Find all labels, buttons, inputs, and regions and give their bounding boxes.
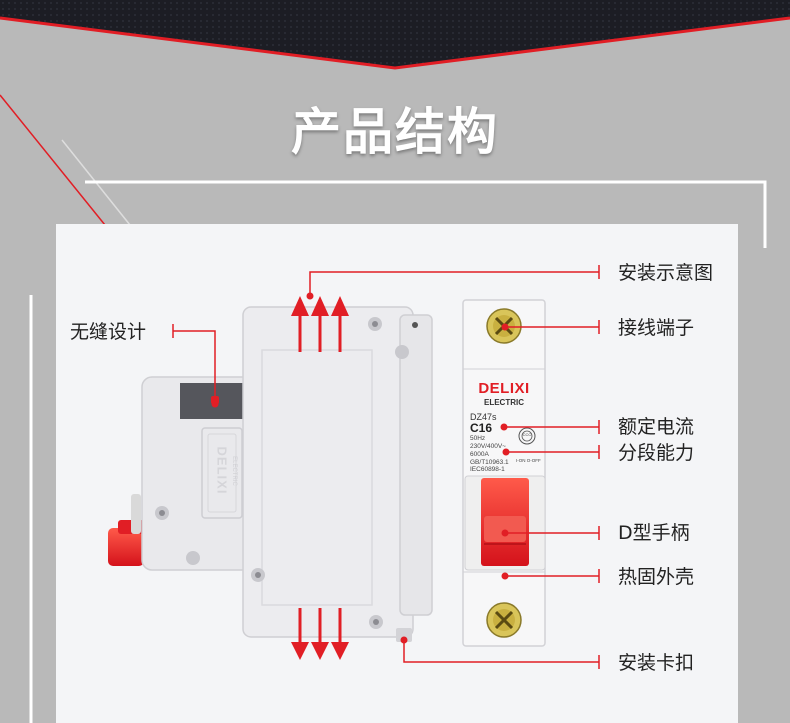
- page-title: 产品结构: [291, 103, 499, 161]
- title-frame-line: [85, 180, 767, 248]
- deco-red-diagonal: [0, 94, 106, 226]
- spec-freq: 50Hz: [470, 435, 486, 442]
- callout-housing: 热固外壳: [618, 566, 695, 588]
- spec-std2: IEC60898-1: [470, 466, 505, 473]
- callout-diagram: 安装示意图: [618, 262, 714, 284]
- callout-rated-current: 额定电流: [618, 416, 695, 438]
- callout-dots: [211, 292, 510, 644]
- spec-voltage: 230V/400V~: [470, 443, 506, 450]
- brand-logo: DELIXI: [478, 380, 530, 397]
- callout-terminal: 接线端子: [618, 317, 695, 339]
- breaker-side-view: [108, 306, 433, 642]
- side-emboss-sub: ELECTRIC: [231, 456, 237, 486]
- callout-breaking-capacity: 分段能力: [618, 442, 695, 464]
- model-label: DZ47s: [470, 412, 497, 422]
- callout-seamless: 无缝设计: [70, 321, 147, 343]
- airflow-arrows: [291, 296, 349, 660]
- callout-handle: D型手柄: [618, 522, 690, 544]
- callout-clip: 安装卡扣: [618, 652, 695, 674]
- spec-std1: GB/T10963.1: [470, 459, 509, 466]
- header-band: [0, 0, 790, 70]
- cert-mark: CCC: [522, 432, 532, 437]
- side-emboss-logo: DELIXI: [214, 446, 230, 495]
- spec-breaking: 6000A: [470, 451, 489, 458]
- brand-sub: ELECTRIC: [484, 398, 524, 407]
- callout-lines: [172, 265, 600, 669]
- spec-on-off: I-ON O-OFF: [516, 458, 541, 463]
- breaker-front-view: [462, 299, 546, 647]
- rating-label: C16: [470, 421, 493, 435]
